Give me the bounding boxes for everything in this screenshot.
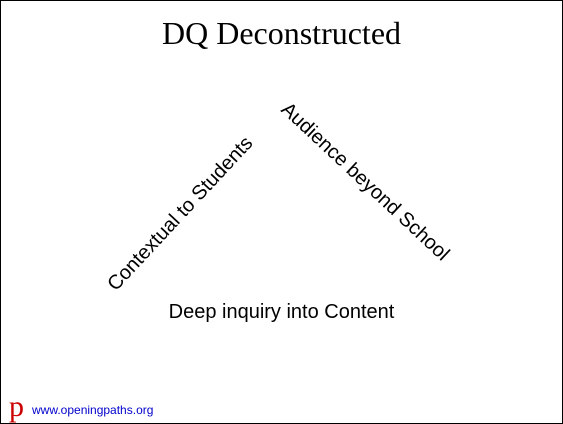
- website-link[interactable]: www.openingpaths.org: [32, 403, 154, 417]
- left-side-label: Contextual to Students: [103, 132, 258, 296]
- right-side-label: Audience beyond School: [276, 98, 454, 266]
- logo-letter: p: [9, 390, 24, 423]
- slide-title: DQ Deconstructed: [161, 15, 402, 51]
- footer: p www.openingpaths.org: [9, 390, 154, 423]
- base-label: Deep inquiry into Content: [168, 301, 395, 323]
